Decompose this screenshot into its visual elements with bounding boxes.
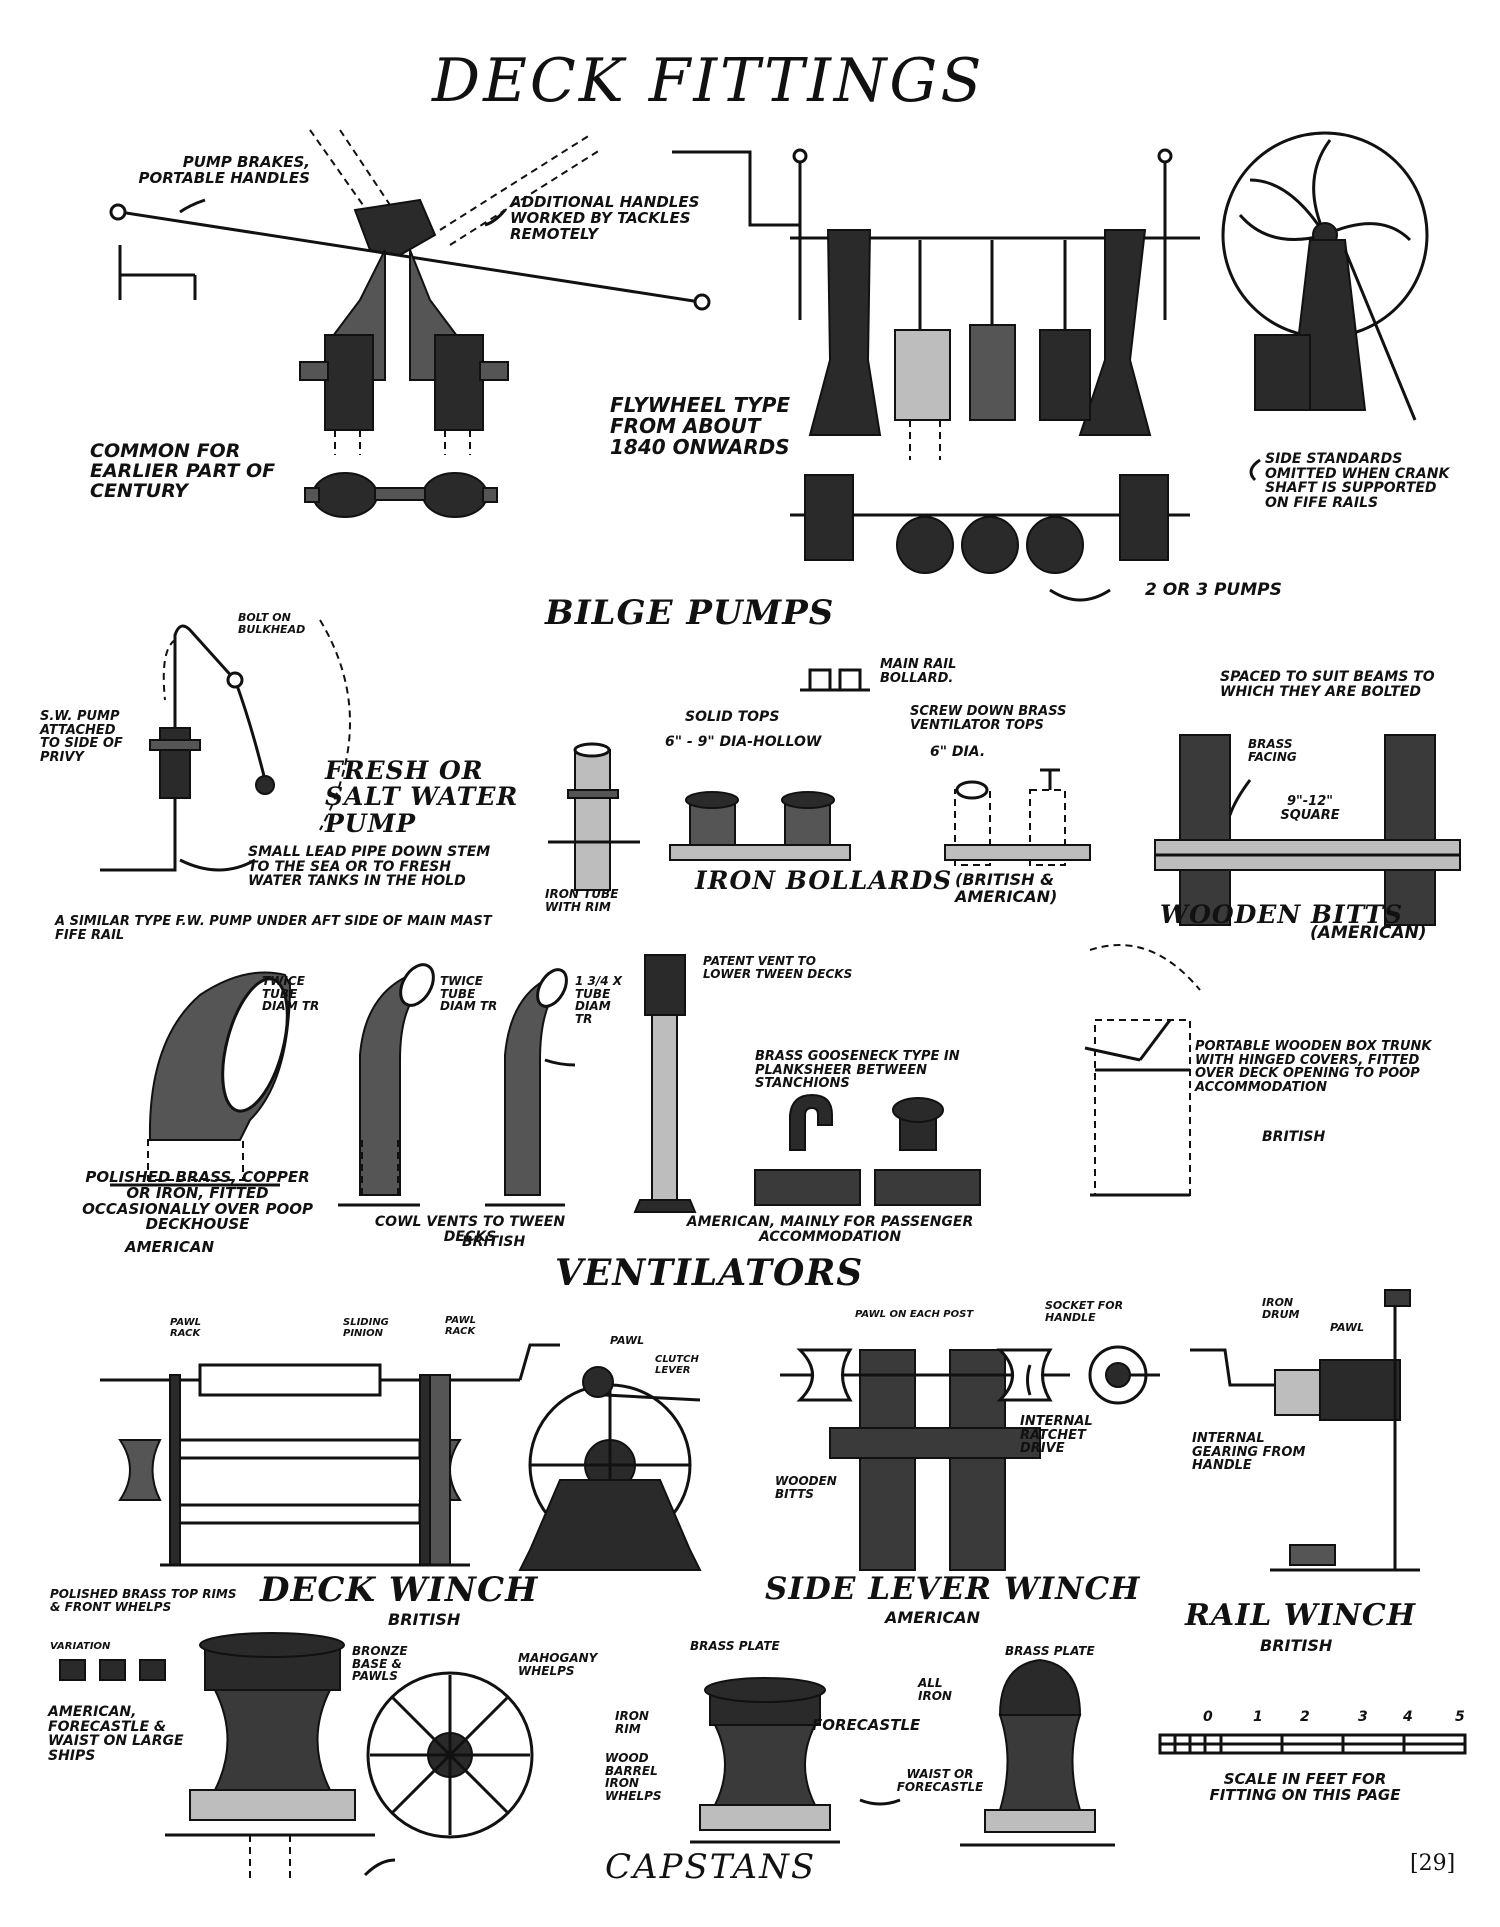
label-brass-gooseneck: BRASS GOOSENECK TYPE IN PLANKSHEER BETWE… [755,1049,960,1092]
label-polished-brass-origin: AMERICAN [125,1238,215,1256]
label-polished-brass: POLISHED BRASS, COPPER OR IRON, FITTED O… [82,1168,313,1234]
heading-iron-bollards: IRON BOLLARDS [695,866,953,895]
leader-lines [179,198,1261,1877]
flywheel-pump-drawing [672,131,1429,574]
rail-winch-drawing [1190,1289,1420,1572]
page-number: [29] [1410,1851,1456,1876]
label-main-rail-bollard: MAIN RAIL BOLLARD. [880,657,957,686]
label-brass-facing: BRASS FACING [1248,737,1297,764]
label-variation: VARIATION [50,1641,111,1652]
scale-tick-3: 3 [1358,1709,1368,1725]
label-pawl-2: PAWL [1330,1321,1365,1334]
side-lever-winch-drawing [780,1345,1160,1571]
scale-tick-5: 5 [1455,1709,1465,1725]
label-screw-down-dim: 6" DIA. [930,744,986,760]
label-sliding-pinion: SLIDING PINION [343,1317,389,1339]
capstans-drawing [59,1632,1115,1880]
label-american-forecastle: AMERICAN, FORECASTLE & WAIST ON LARGE SH… [48,1704,184,1765]
label-spaced-beams: SPACED TO SUIT BEAMS TO WHICH THEY ARE B… [1220,669,1435,700]
label-mahogany-whelps: MAHOGANY WHELPS [518,1651,598,1678]
label-iron-rim: IRON RIM [615,1709,649,1736]
scale-tick-4: 4 [1403,1709,1413,1725]
heading-ventilators: VENTILATORS [555,1252,864,1294]
wooden-bitts-drawing [1154,734,1461,926]
label-common-earlier: COMMON FOR EARLIER PART OF CENTURY [90,440,276,502]
heading-capstans: CAPSTANS [605,1847,817,1887]
label-pawl-each-post: PAWL ON EACH POST [855,1309,974,1320]
label-bronze-base: BRONZE BASE & PAWLS [352,1644,408,1684]
side-lever-winch-origin: AMERICAN [885,1608,981,1627]
label-sw-pump: S.W. PUMP ATTACHED TO SIDE OF PRIVY [40,709,123,765]
label-all-iron: ALL IRON [918,1676,952,1703]
label-bitt-size: 9"-12" SQUARE [1280,794,1340,823]
label-american-passenger: AMERICAN, MAINLY FOR PASSENGER ACCOMMODA… [686,1214,974,1245]
label-socket-handle: SOCKET FOR HANDLE [1045,1299,1124,1324]
label-pawl-rack-2: PAWL RACK [445,1315,477,1337]
heading-fresh-water-pump: FRESH OR SALT WATER PUMP [325,756,519,838]
label-screw-down: SCREW DOWN BRASS VENTILATOR TOPS [910,704,1067,733]
label-scale-caption: SCALE IN FEET FOR FITTING ON THIS PAGE [1209,1770,1401,1804]
label-wood-barrel: WOOD BARREL IRON WHELPS [605,1751,662,1803]
label-bolt-on-bulkhead: BOLT ON BULKHEAD [238,611,306,636]
label-clutch-lever: CLUTCH LEVER [655,1354,699,1376]
label-forecastle: FORECASTLE [812,1716,921,1734]
scale-tick-0: 0 [1203,1709,1213,1725]
label-wooden-bitts-small: WOODEN BITTS [775,1474,837,1501]
label-flywheel-type: FLYWHEEL TYPE FROM ABOUT 1840 ONWARDS [610,393,791,459]
label-pawl-1: PAWL [610,1334,645,1347]
label-polished-brass-top: POLISHED BRASS TOP RIMS & FRONT WHELPS [50,1587,237,1614]
label-solid-tops: SOLID TOPS [685,709,780,725]
label-solid-tops-dim: 6" - 9" DIA-HOLLOW [665,734,822,750]
label-twice-tube-1: TWICE TUBE DIAM TR [262,974,320,1014]
label-cowl-vents: COWL VENTS TO TWEEN DECKS [374,1214,566,1245]
label-brass-plate-1: BRASS PLATE [690,1639,780,1653]
label-internal-gearing: INTERNAL GEARING FROM HANDLE [1192,1431,1306,1474]
scale-bar [1158,1733,1467,1755]
heading-side-lever-winch: SIDE LEVER WINCH [765,1571,1141,1607]
scale-tick-1: 1 [1253,1709,1263,1725]
label-additional-handles: ADDITIONAL HANDLES WORKED BY TACKLES REM… [510,193,700,243]
label-patent-vent: PATENT VENT TO LOWER TWEEN DECKS [703,954,853,981]
label-iron-tube: IRON TUBE WITH RIM [545,887,619,914]
label-pawl-rack-1: PAWL RACK [170,1317,202,1339]
ventilators-drawing [110,944,1201,1213]
fresh-water-pump-drawing [100,619,351,872]
label-side-standards: SIDE STANDARDS OMITTED WHEN CRANK SHAFT … [1265,451,1450,512]
scale-tick-2: 2 [1300,1709,1310,1725]
heading-wooden-bitts: WOODEN BITTS [1160,900,1404,929]
brake-pump-drawing [109,129,711,518]
label-small-lead-pipe: SMALL LEAD PIPE DOWN STEM TO THE SEA OR … [248,844,491,890]
wooden-bitts-origin: (AMERICAN) [1310,923,1427,943]
label-portable-trunk: PORTABLE WOODEN BOX TRUNK WITH HINGED CO… [1195,1039,1432,1095]
label-two-or-three-pumps: 2 OR 3 PUMPS [1145,580,1282,600]
iron-bollards-drawing [548,668,1091,891]
label-cowl-vents-origin: BRITISH [462,1234,526,1250]
heading-bilge-pumps: BILGE PUMPS [545,593,835,633]
iron-bollards-origin: (BRITISH & AMERICAN) [955,870,1058,906]
heading-deck-winch: DECK WINCH [260,1570,539,1610]
label-internal-ratchet: INTERNAL RATCHET DRIVE [1020,1414,1093,1457]
label-pump-brakes: PUMP BRAKES, PORTABLE HANDLES [138,153,310,187]
label-one-three-quarter: 1 3/4 x TUBE DIAM TR [575,974,623,1026]
heading-rail-winch: RAIL WINCH [1185,1598,1417,1633]
deck-winch-origin: BRITISH [388,1610,461,1629]
rail-winch-origin: BRITISH [1260,1636,1333,1655]
label-brass-plate-2: BRASS PLATE [1005,1644,1095,1658]
label-similar-type: A SIMILAR TYPE F.W. PUMP UNDER AFT SIDE … [55,914,492,943]
label-waist-or-forecastle: WAIST OR FORECASTLE [896,1767,984,1794]
page-title: DECK FITTINGS [432,46,985,116]
deck-winch-drawing [100,1343,702,1571]
label-iron-drum: IRON DRUM [1262,1296,1300,1321]
label-portable-trunk-origin: BRITISH [1262,1129,1326,1145]
label-twice-tube-2: TWICE TUBE DIAM TR [440,974,498,1014]
